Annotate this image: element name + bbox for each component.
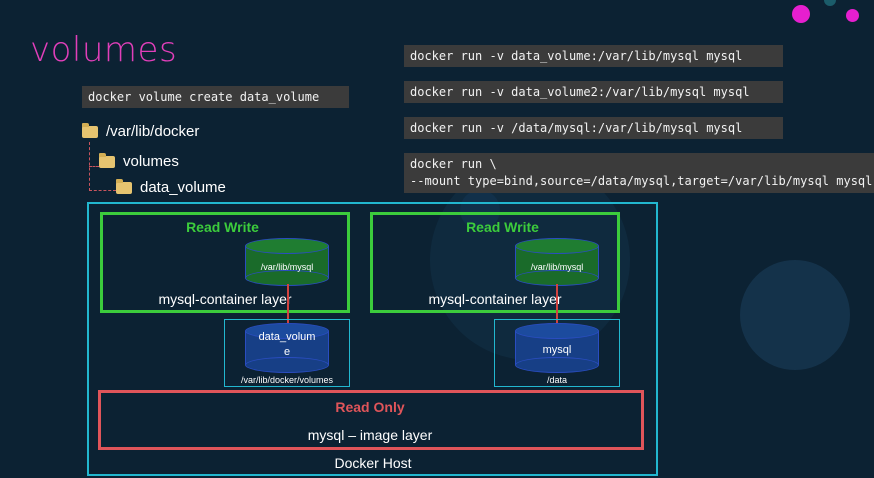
teal-dot <box>824 0 836 6</box>
tree-item-volumes: volumes <box>99 152 179 170</box>
cylinder-label: mysql <box>542 344 572 356</box>
mount-link-left <box>287 284 289 334</box>
slide-title: volumes <box>30 30 178 70</box>
container-layer-label-left: mysql-container layer <box>158 291 292 307</box>
command-volume-create: docker volume create data_volume <box>82 86 349 108</box>
container-layer-left <box>100 212 350 313</box>
volume-box-left <box>224 319 350 387</box>
command-run-mount: docker run \ --mount type=bind,source=/d… <box>404 153 874 193</box>
tree-label: volumes <box>123 153 179 170</box>
docker-host-box <box>87 202 658 476</box>
container-layer-right <box>370 212 620 313</box>
tree-item-data-volume: data_volume <box>116 178 226 196</box>
container-layer-label-right: mysql-container layer <box>428 291 562 307</box>
bg-bubble <box>460 190 500 230</box>
magenta-dot <box>846 9 859 22</box>
command-run-1: docker run -v data_volume:/var/lib/mysql… <box>404 45 783 67</box>
read-only-label: Read Only <box>335 399 405 415</box>
volume-box-right <box>494 319 620 387</box>
tree-item-docker: /var/lib/docker <box>82 122 200 140</box>
image-layer-box <box>98 390 644 450</box>
bg-bubble <box>740 260 850 370</box>
read-write-label-left: Read Write <box>186 219 259 235</box>
cylinder-label: data_volum e <box>258 331 316 358</box>
folder-icon <box>99 152 115 168</box>
command-run-3: docker run -v /data/mysql:/var/lib/mysql… <box>404 117 783 139</box>
container-mount-cylinder-left: /var/lib/mysql <box>245 238 329 286</box>
folder-icon <box>82 122 98 138</box>
command-run-2: docker run -v data_volume2:/var/lib/mysq… <box>404 81 783 103</box>
cylinder-label: /var/lib/mysql <box>260 262 314 272</box>
docker-host-label: Docker Host <box>334 455 412 471</box>
folder-icon <box>116 178 132 194</box>
volume-cylinder-right: mysql <box>515 323 599 373</box>
volume-path-right: /data <box>546 375 568 385</box>
magenta-dot <box>792 5 810 23</box>
tree-connector <box>89 166 99 167</box>
volume-path-left: /var/lib/docker/volumes <box>240 375 334 385</box>
tree-label: data_volume <box>140 179 226 196</box>
container-mount-cylinder-right: /var/lib/mysql <box>515 238 599 286</box>
tree-label: /var/lib/docker <box>106 123 200 140</box>
image-layer-label: mysql – image layer <box>307 427 433 443</box>
cylinder-label: /var/lib/mysql <box>530 262 584 272</box>
volume-cylinder-left: data_volum e <box>245 323 329 373</box>
mount-link-right <box>556 284 558 334</box>
read-write-label-right: Read Write <box>466 219 539 235</box>
tree-connector <box>89 190 116 191</box>
